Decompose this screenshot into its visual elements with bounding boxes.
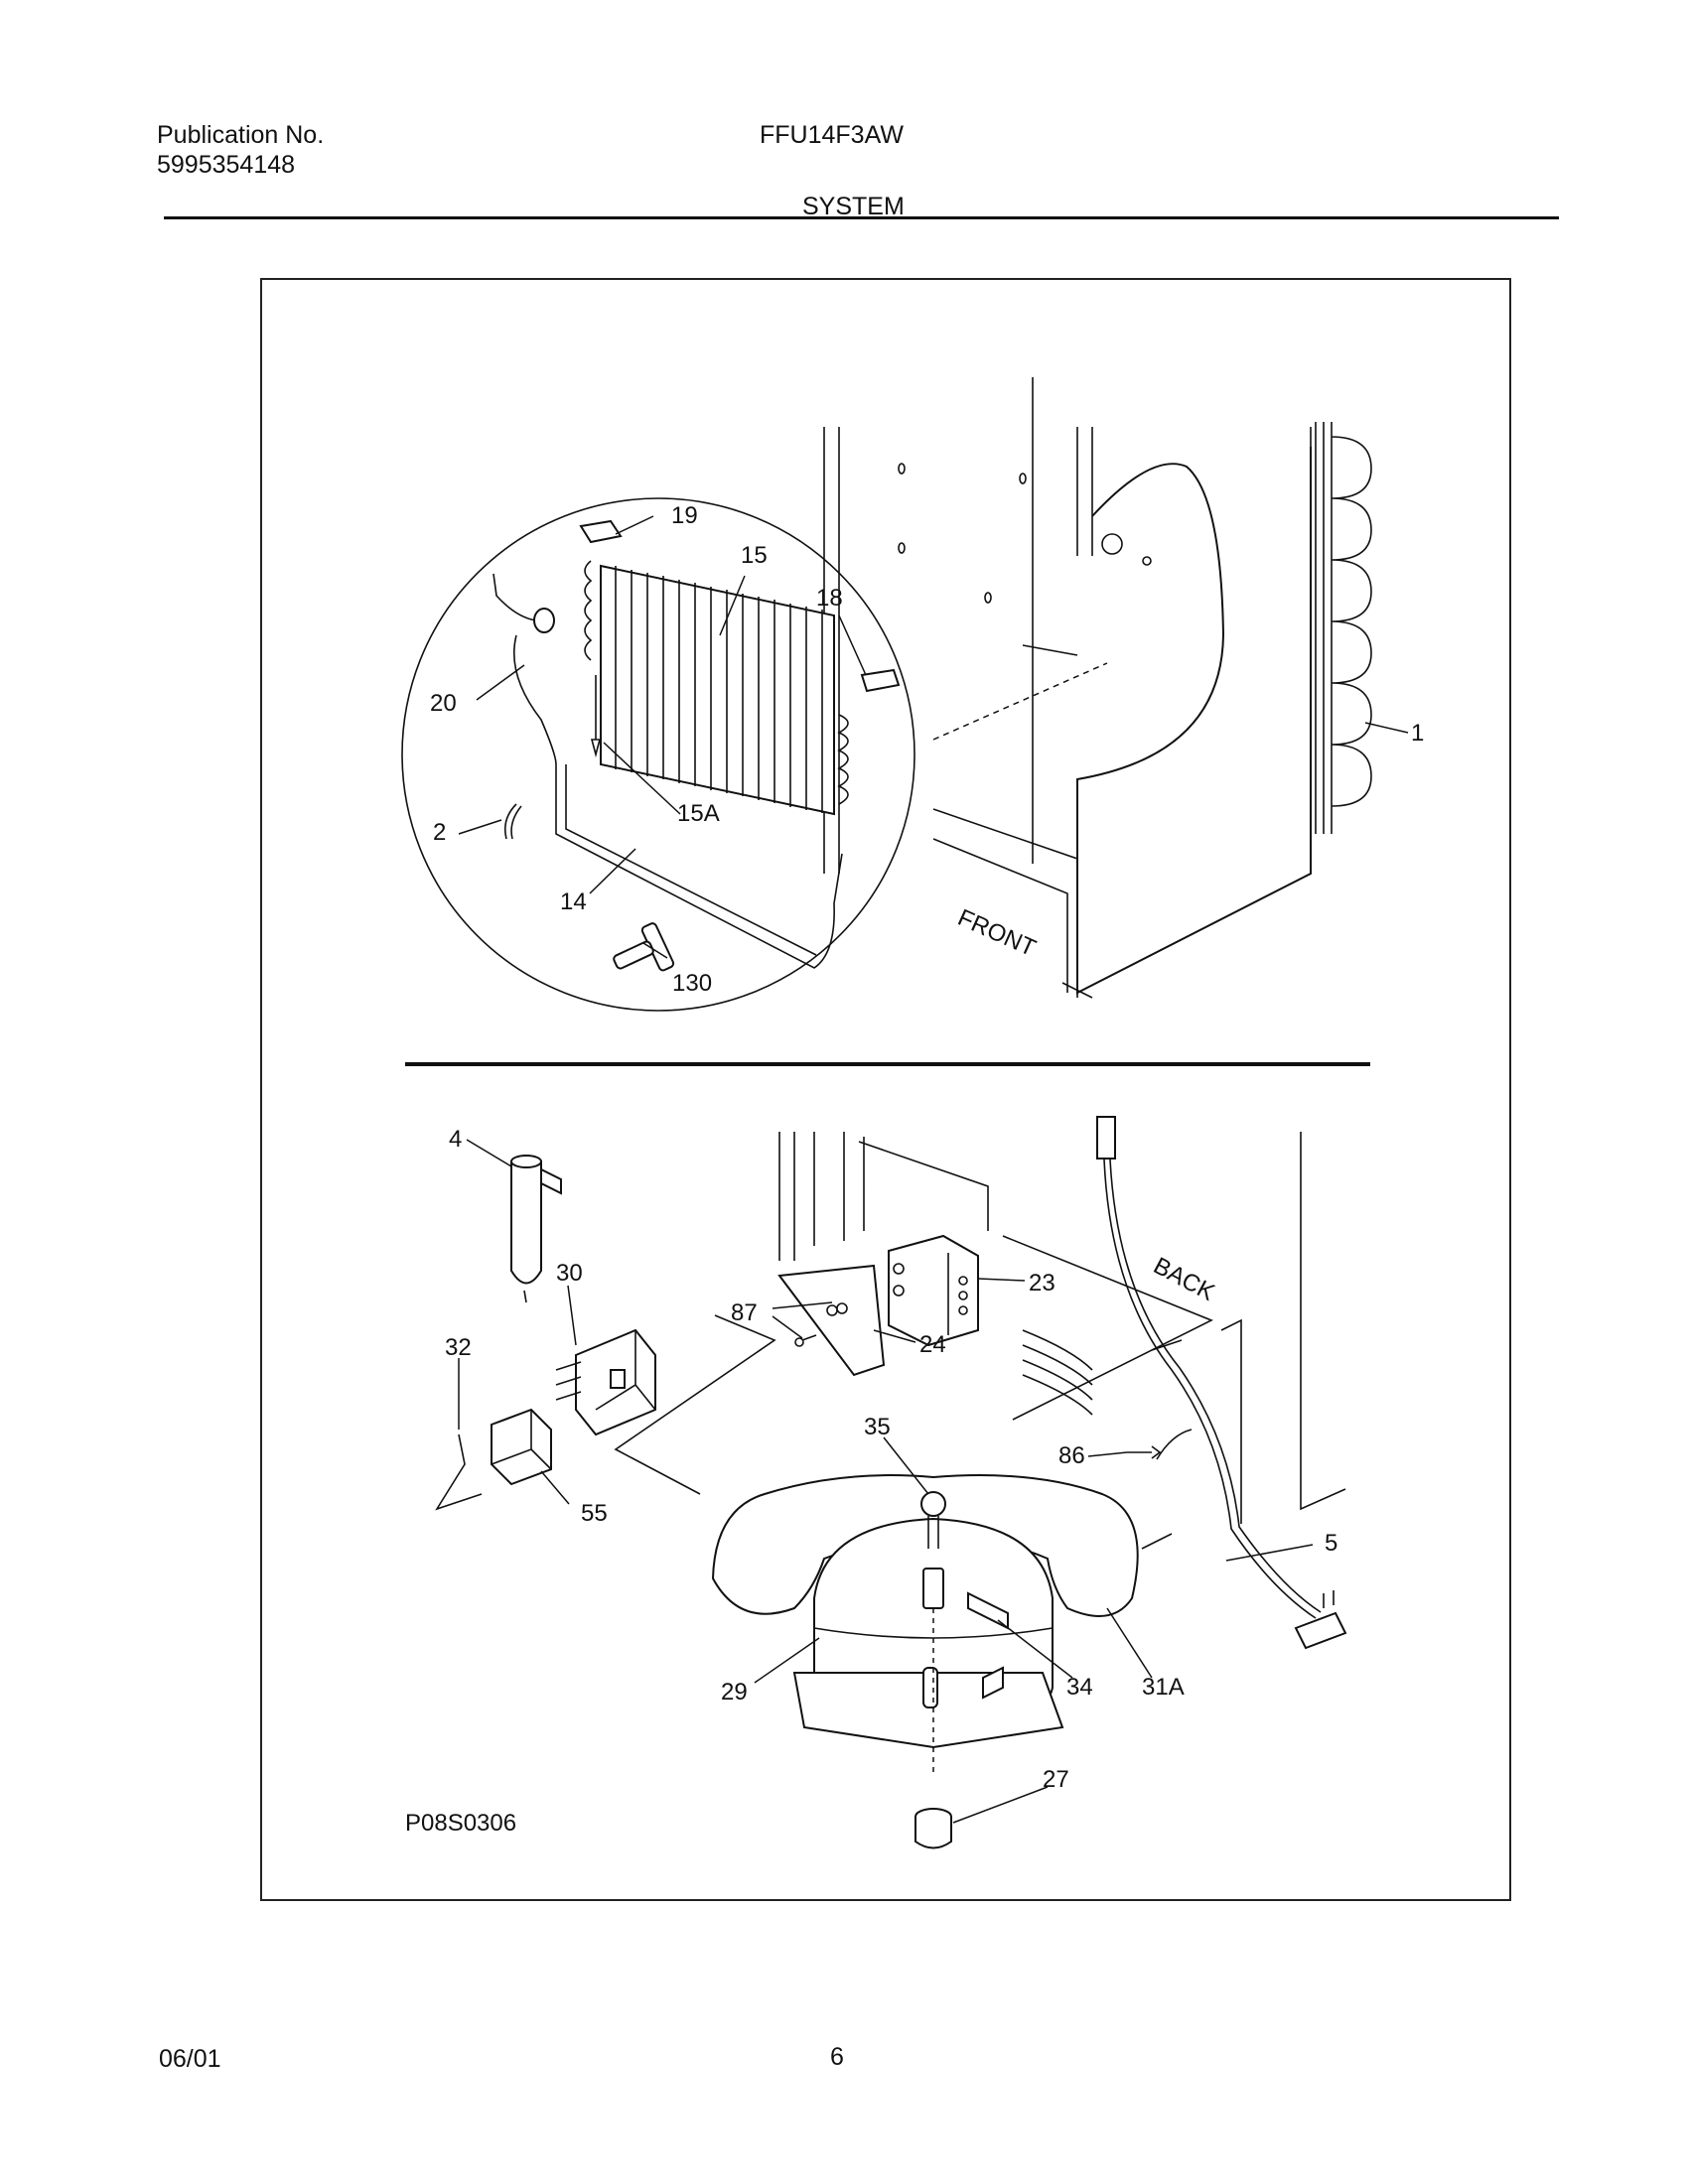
callout-15: 15	[741, 542, 768, 569]
bolt-35	[920, 1491, 946, 1777]
screw-86	[1127, 1445, 1162, 1459]
callout-2: 2	[433, 819, 446, 846]
callout-34: 34	[1066, 1674, 1093, 1701]
callout-15a: 15A	[677, 800, 720, 827]
orientation-front: FRONT	[954, 904, 1041, 962]
callout-87: 87	[731, 1299, 758, 1326]
overload-55	[491, 1408, 552, 1486]
drain-tube-inner	[565, 764, 817, 956]
footer-date: 06/01	[159, 2045, 221, 2073]
model-number: FFU14F3AW	[760, 121, 904, 149]
publication-number: 5995354148	[157, 151, 296, 179]
drain-tube	[555, 764, 843, 969]
detail-magnifier	[401, 497, 915, 1012]
relay-30	[555, 1328, 656, 1436]
callout-19: 19	[671, 502, 698, 529]
callout-14: 14	[560, 888, 587, 915]
publication-label: Publication No.	[157, 121, 325, 149]
callout-23: 23	[1029, 1270, 1055, 1297]
callout-30: 30	[556, 1260, 583, 1287]
callout-27: 27	[1043, 1766, 1069, 1793]
callout-29: 29	[721, 1679, 748, 1706]
block-19	[579, 519, 623, 544]
evaporator	[584, 560, 849, 816]
callout-4: 4	[449, 1126, 462, 1153]
block-18	[860, 668, 901, 693]
part-23	[888, 1234, 979, 1347]
callout-31a: 31A	[1142, 1674, 1185, 1701]
callout-5: 5	[1325, 1530, 1337, 1557]
callout-86: 86	[1058, 1442, 1085, 1469]
bracket-24	[777, 1264, 886, 1377]
cabinet-back-outline	[614, 1132, 1346, 1524]
page-number: 6	[830, 2043, 844, 2071]
heater-15a	[590, 675, 602, 758]
condenser-coil	[1315, 422, 1372, 834]
diagram-frame	[260, 278, 1511, 1901]
callout-55: 55	[581, 1500, 608, 1527]
header-rule	[164, 216, 1559, 219]
base-pan-31a	[711, 1474, 1139, 1617]
callout-20: 20	[430, 690, 457, 717]
leader-lines-lower	[458, 1139, 1314, 1824]
thermostat-bulb	[492, 573, 557, 765]
orientation-back: BACK	[1149, 1252, 1218, 1306]
section-divider	[405, 1062, 1370, 1066]
callout-1: 1	[1411, 720, 1424, 747]
power-cord	[1022, 1116, 1347, 1650]
callout-32: 32	[445, 1334, 472, 1361]
figure-code: P08S0306	[405, 1810, 516, 1837]
clip	[503, 803, 522, 840]
callout-35: 35	[864, 1414, 891, 1440]
wire-32	[435, 1433, 483, 1511]
filter-drier	[510, 1155, 562, 1303]
callout-18: 18	[816, 585, 843, 612]
leader-lines-upper	[458, 515, 1409, 959]
callout-130: 130	[672, 970, 712, 997]
cabinet-front-outline	[823, 377, 1312, 999]
fitting-130	[613, 922, 675, 972]
grommet-27	[914, 1808, 952, 1849]
screws-87	[794, 1302, 848, 1347]
callout-24: 24	[919, 1331, 946, 1358]
section-title: SYSTEM	[802, 193, 905, 220]
compressor-29	[792, 1517, 1064, 1749]
